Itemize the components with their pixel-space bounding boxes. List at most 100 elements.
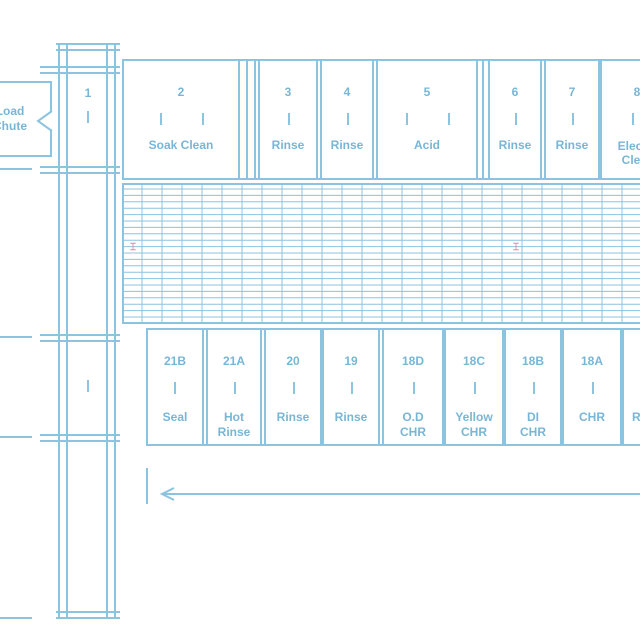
- left-rail: [66, 44, 68, 618]
- edge-line: [0, 617, 32, 619]
- tank-label: Rinse: [498, 138, 532, 152]
- grid-marker-left: ⌶: [130, 242, 136, 253]
- tank-21a-hot-rinse: 21A Hot Rinse: [206, 328, 262, 446]
- tank-number: 18A: [580, 354, 603, 368]
- tank-number: 18D: [401, 354, 424, 368]
- tank-divider: [482, 59, 484, 180]
- crossbar: [40, 334, 120, 336]
- tank-label-2: Rinse: [217, 425, 251, 439]
- rail-cap: [56, 611, 120, 613]
- right-rail: [114, 44, 116, 618]
- tank-label: Rinse: [632, 410, 640, 424]
- tank-divider: [254, 59, 256, 180]
- tank-number: 19: [344, 354, 358, 368]
- tank-8-electro-clean: 8 Electro Clean: [600, 59, 640, 180]
- tank-label: O.D: [402, 410, 424, 424]
- tank-4-rinse: 4 Rinse: [320, 59, 374, 180]
- tank-tick: [351, 382, 353, 394]
- load-chute-line1: Load: [0, 104, 25, 118]
- conveyor-grid: [122, 183, 640, 324]
- crossbar: [40, 172, 120, 174]
- tank-number: 2: [177, 85, 185, 99]
- tank-label: Hot: [224, 410, 244, 424]
- grid-marker-right: ⌶: [513, 242, 519, 253]
- tank-label: Rinse: [276, 410, 310, 424]
- tank-label: Rinse: [271, 138, 305, 152]
- tank-tick: [202, 113, 204, 125]
- tank-number: 3: [284, 85, 292, 99]
- tank-label-2: CHR: [461, 425, 487, 439]
- rail-cap: [56, 49, 120, 51]
- rail-cap: [56, 43, 120, 45]
- tank-3-rinse: 3 Rinse: [258, 59, 318, 180]
- tank-rinse-partial: Rinse: [622, 328, 640, 446]
- tank-tick: [413, 382, 415, 394]
- tank-label-2: CHR: [520, 425, 546, 439]
- tank-label: DI: [527, 410, 539, 424]
- tank-tick: [592, 382, 594, 394]
- tank-tick: [533, 382, 535, 394]
- tank-label: Soak Clean: [148, 138, 214, 152]
- tank-tick: [174, 382, 176, 394]
- tank-tick: [347, 113, 349, 125]
- tank-7-rinse: 7 Rinse: [544, 59, 600, 180]
- edge-line: [0, 168, 32, 170]
- tank-18b-di-chr: 18B DI CHR: [504, 328, 562, 446]
- tank-18d-od-chr: 18D O.D CHR: [382, 328, 444, 446]
- tank-19-rinse: 19 Rinse: [322, 328, 380, 446]
- tank-tick: [406, 113, 408, 125]
- tank-label: CHR: [579, 410, 605, 424]
- tank-18c-yellow-chr: 18C Yellow CHR: [444, 328, 504, 446]
- rail-tick: [87, 111, 89, 123]
- tank-number: 21A: [222, 354, 245, 368]
- tank-number: 7: [568, 85, 576, 99]
- tank-number: 1: [84, 86, 92, 100]
- tank-tick: [288, 113, 290, 125]
- tank-label: Electro Clean: [617, 139, 640, 167]
- crossbar: [40, 440, 120, 442]
- tank-number: 5: [423, 85, 431, 99]
- right-rail: [106, 44, 108, 618]
- crossbar: [40, 434, 120, 436]
- tank-label: Rinse: [555, 138, 589, 152]
- load-chute-notch: [36, 110, 53, 132]
- flow-arrow: [159, 487, 640, 501]
- tank-number: 18C: [462, 354, 485, 368]
- tank-5-acid: 5 Acid: [376, 59, 478, 180]
- tank-number: 18B: [521, 354, 544, 368]
- tank-divider: [246, 59, 248, 180]
- tank-label: Acid: [413, 138, 440, 152]
- tank-number: 4: [343, 85, 351, 99]
- rail-cap: [56, 617, 120, 619]
- crossbar: [40, 66, 120, 68]
- tank-20-rinse: 20 Rinse: [264, 328, 322, 446]
- tank-tick: [160, 113, 162, 125]
- tank-label-2: CHR: [400, 425, 426, 439]
- tank-tick: [572, 113, 574, 125]
- load-chute-line2: Chute: [0, 119, 27, 133]
- tank-number: 20: [286, 354, 300, 368]
- tank-label: Seal: [162, 410, 188, 424]
- crossbar: [40, 340, 120, 342]
- tank-label: Rinse: [330, 138, 364, 152]
- tank-number: 6: [511, 85, 519, 99]
- load-chute-label: Load Chute: [0, 104, 50, 134]
- crossbar: [40, 72, 120, 74]
- tank-tick: [632, 113, 634, 125]
- tank-label: Rinse: [334, 410, 368, 424]
- edge-line: [0, 436, 32, 438]
- tank-tick: [293, 382, 295, 394]
- tank-label: Yellow: [455, 410, 493, 424]
- tank-tick: [234, 382, 236, 394]
- tank-number: 21B: [163, 354, 186, 368]
- left-rail: [58, 44, 60, 618]
- tank-18a-chr: 18A CHR: [562, 328, 622, 446]
- tank-number: 8: [633, 85, 640, 99]
- tank-6-rinse: 6 Rinse: [488, 59, 542, 180]
- flow-arrow-stop: [146, 468, 148, 504]
- tank-2-soak-clean: 2 Soak Clean: [122, 59, 240, 180]
- tank-tick: [515, 113, 517, 125]
- tank-tick: [448, 113, 450, 125]
- crossbar: [40, 166, 120, 168]
- edge-line: [0, 336, 32, 338]
